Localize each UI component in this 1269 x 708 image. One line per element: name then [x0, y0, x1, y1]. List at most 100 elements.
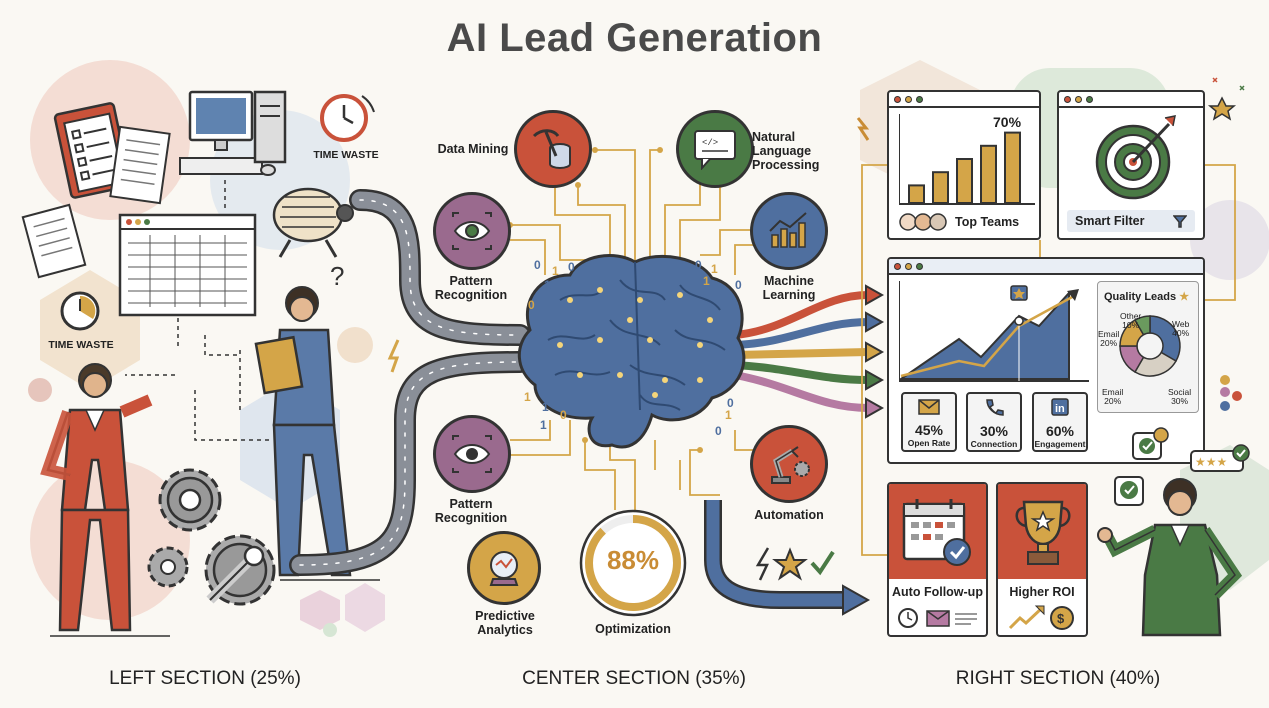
code-chat-icon: </>	[694, 130, 736, 170]
binary-digit: 0	[528, 298, 535, 312]
robot-arm-icon	[771, 446, 810, 484]
star-icon	[1207, 96, 1237, 121]
pie-slice	[1133, 315, 1151, 336]
slice-name: Web	[1172, 319, 1190, 329]
clock-icon	[60, 291, 100, 331]
center-section-label: CENTER SECTION (35%)	[522, 668, 746, 689]
slice-pct: 40%	[1172, 328, 1190, 338]
gear-icon	[147, 546, 189, 588]
document-icon	[21, 203, 87, 279]
slice-pct: 20%	[1100, 338, 1118, 348]
binary-digit: 0	[727, 396, 734, 410]
predictive-analytics-node	[467, 531, 541, 605]
spreadsheet-window	[118, 213, 257, 317]
optimization-gauge	[579, 509, 687, 617]
binary-digit: 1	[552, 264, 559, 278]
predictive-analytics-label: Predictive Analytics	[475, 609, 535, 637]
trending-bar-chart-icon	[769, 212, 807, 248]
left-section-illustration: ?	[21, 90, 400, 637]
stat-value: 45%	[914, 422, 944, 438]
binary-digit: 1	[544, 278, 551, 292]
data-mining-label: Data Mining	[437, 142, 509, 156]
stat-label: Connection	[970, 439, 1018, 449]
svg-text:★★★: ★★★	[1195, 455, 1227, 469]
team-bar	[980, 144, 997, 204]
page-title: AI Lead Generation	[446, 16, 823, 60]
team-bar	[932, 171, 949, 204]
svg-text:</>: </>	[702, 138, 718, 148]
binary-digit: 0	[715, 424, 722, 438]
stat-value: 60%	[1045, 423, 1075, 439]
calendar-check-icon	[902, 499, 971, 566]
check-bubble-icon	[1114, 476, 1144, 506]
happy-businesswoman-figure: ★★★	[1097, 427, 1250, 637]
team-bar	[1004, 131, 1021, 205]
top-teams-bar-chart	[899, 114, 1035, 205]
rolodex-icon	[272, 187, 354, 258]
time-waste-label-left: TIME WASTE	[48, 339, 114, 351]
stat-value: 30%	[979, 423, 1009, 439]
quality-leads-title: Quality Leads ★	[1104, 290, 1198, 303]
phone-icon	[986, 399, 1004, 416]
desktop-computer-icon	[179, 90, 287, 176]
optimization-value: 88%	[606, 545, 660, 575]
connection-stat: 30% Connection	[966, 392, 1022, 452]
top-teams-label: Top Teams	[955, 215, 1020, 229]
svg-text:$: $	[1057, 611, 1065, 626]
clipboard-checklist-icon	[53, 102, 132, 199]
pickaxe-database-icon	[532, 129, 571, 169]
optimization-label: Optimization	[595, 622, 671, 636]
binary-digit: 0	[560, 408, 567, 422]
ai-brain-icon	[517, 254, 746, 449]
time-waste-label-top: TIME WASTE	[313, 149, 379, 161]
slice-name: Other	[1120, 311, 1142, 321]
team-avatars: Top Teams	[899, 212, 1019, 232]
slice-pct: 30%	[1171, 396, 1189, 406]
left-section-label: LEFT SECTION (25%)	[109, 668, 301, 689]
binary-digit: 0	[534, 258, 541, 272]
pattern-recognition-bottom-node	[433, 415, 511, 493]
machine-learning-label: Machine Learning	[762, 274, 816, 302]
lightning-icon	[856, 117, 870, 141]
auto-follow-up-card: Auto Follow-up	[887, 482, 988, 637]
slice-pct: 20%	[1104, 396, 1122, 406]
clock-icon	[320, 94, 375, 142]
window-titlebar	[889, 259, 1203, 275]
smart-filter-label: Smart Filter	[1075, 214, 1145, 228]
top-teams-window: 70% Top Teams	[887, 90, 1041, 240]
auto-follow-up-label: Auto Follow-up	[892, 585, 983, 599]
slice-name: Social	[1168, 387, 1192, 397]
binary-digit: 1	[540, 418, 547, 432]
quality-leads-donut-chart	[1119, 315, 1181, 377]
data-mining-node	[514, 110, 592, 188]
follow-up-icons	[898, 608, 977, 628]
gears-icon	[158, 468, 222, 532]
svg-text:?: ?	[330, 261, 344, 291]
eye-scan-icon	[452, 435, 492, 473]
smart-filter-bar[interactable]: Smart Filter	[1067, 210, 1195, 232]
quality-leads-title-text: Quality Leads	[1104, 291, 1177, 303]
slice-name: Email	[1098, 329, 1120, 339]
roi-growth-icons: $	[1008, 605, 1074, 630]
binary-stream-left: 0 1 0 1 0 1 1 0 1	[520, 258, 580, 432]
slice-pct: 10%	[1122, 320, 1140, 330]
automation-node	[750, 425, 828, 503]
pattern-recognition-top-node	[433, 192, 511, 270]
stat-label: Engagement	[1034, 439, 1086, 449]
success-icons	[755, 547, 835, 581]
filter-icon	[1173, 215, 1187, 228]
eye-scan-icon	[452, 212, 492, 250]
binary-digit: 0	[568, 260, 575, 274]
binary-digit: 1	[703, 274, 710, 288]
growth-area-chart	[899, 281, 1089, 382]
document-icon	[109, 125, 171, 205]
window-titlebar	[889, 92, 1039, 108]
